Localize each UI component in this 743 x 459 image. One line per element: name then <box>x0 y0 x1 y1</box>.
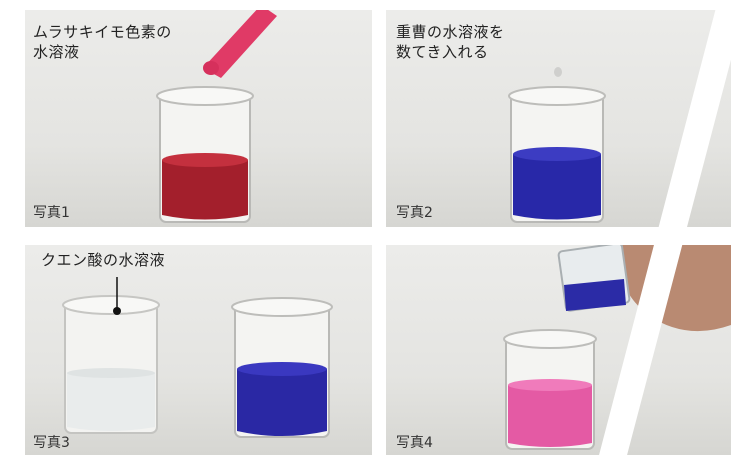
photo-label-2: 写真2 <box>396 205 433 221</box>
photo-panel-3: クエン酸の水溶液 写真3 <box>25 245 372 455</box>
clear-solution <box>67 370 155 431</box>
caption-2: 重曹の水溶液を 数てき入れる <box>396 23 505 61</box>
photo-label-3: 写真3 <box>33 435 70 451</box>
drop-icon <box>554 67 562 77</box>
dropper-icon <box>203 10 277 78</box>
photo-panel-2: 重曹の水溶液を 数てき入れる 写真2 <box>386 10 731 227</box>
blue-solution <box>513 149 601 220</box>
photo-1-image <box>156 10 277 223</box>
red-solution <box>162 155 248 220</box>
photo-3-image <box>62 277 333 438</box>
photo-4-image <box>503 245 731 450</box>
caption-3: クエン酸の水溶液 <box>41 251 166 269</box>
caption-1: ムラサキイモ色素の 水溶液 <box>33 23 172 61</box>
pointer-dot-icon <box>113 307 121 315</box>
photo-label-4: 写真4 <box>396 435 433 451</box>
photo-label-1: 写真1 <box>33 205 70 221</box>
photo-2-image <box>508 67 606 223</box>
blue-solution-3 <box>237 364 327 436</box>
photo-panel-4: 写真4 <box>386 245 731 455</box>
photo-panel-1: ムラサキイモ色素の 水溶液 写真1 <box>25 10 372 227</box>
pink-solution <box>508 381 592 447</box>
